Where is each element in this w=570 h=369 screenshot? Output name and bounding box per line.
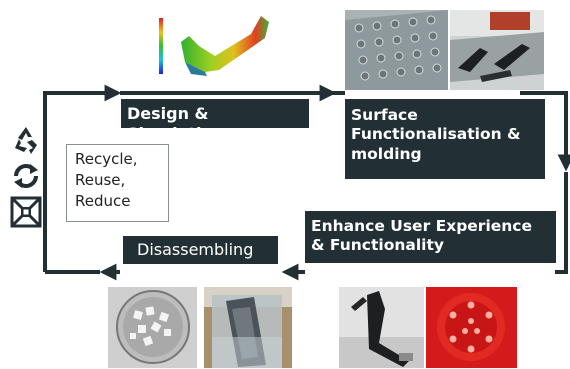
design-simulation-label: Design & Simulation: [121, 99, 309, 143]
fea-simulation-image: [155, 12, 275, 84]
molded-plates-image: [345, 10, 448, 90]
disassembling-label: Disassembling: [123, 236, 278, 264]
recycle-reuse-reduce-box: Recycle, Reuse, Reduce: [66, 144, 169, 222]
red-led-image: [426, 287, 517, 368]
recycle-icon: [10, 124, 42, 156]
flexible-circuit-part-image: [339, 287, 424, 368]
arrow-to-design: [43, 84, 122, 272]
reduce-text: Reduce: [75, 192, 131, 210]
arrow-right-down: [555, 172, 568, 274]
molded-parts-tray-image: [450, 10, 544, 90]
enhance-ux-label: Enhance User Experience & Functionality: [305, 211, 556, 263]
refresh-icon: [10, 160, 42, 192]
enhance-line2: & Functionality: [311, 236, 444, 255]
recycle-text: Recycle,: [75, 150, 138, 168]
beaker-part-image: [204, 287, 292, 368]
arrow-surface-down: [520, 91, 570, 172]
surface-line3: molding: [351, 144, 422, 163]
enhance-line1: Enhance User Experience: [311, 217, 533, 235]
petri-dish-image: [108, 287, 197, 368]
design-simulation-text: Design & Simulation: [127, 104, 224, 143]
reuse-text: Reuse,: [75, 171, 126, 189]
surface-line1: Surface: [351, 106, 418, 124]
frame-icon: [10, 196, 42, 228]
disassembling-text: Disassembling: [137, 240, 254, 259]
surface-functionalisation-label: Surface Functionalisation & molding: [345, 99, 545, 179]
surface-line2: Functionalisation &: [351, 125, 521, 144]
